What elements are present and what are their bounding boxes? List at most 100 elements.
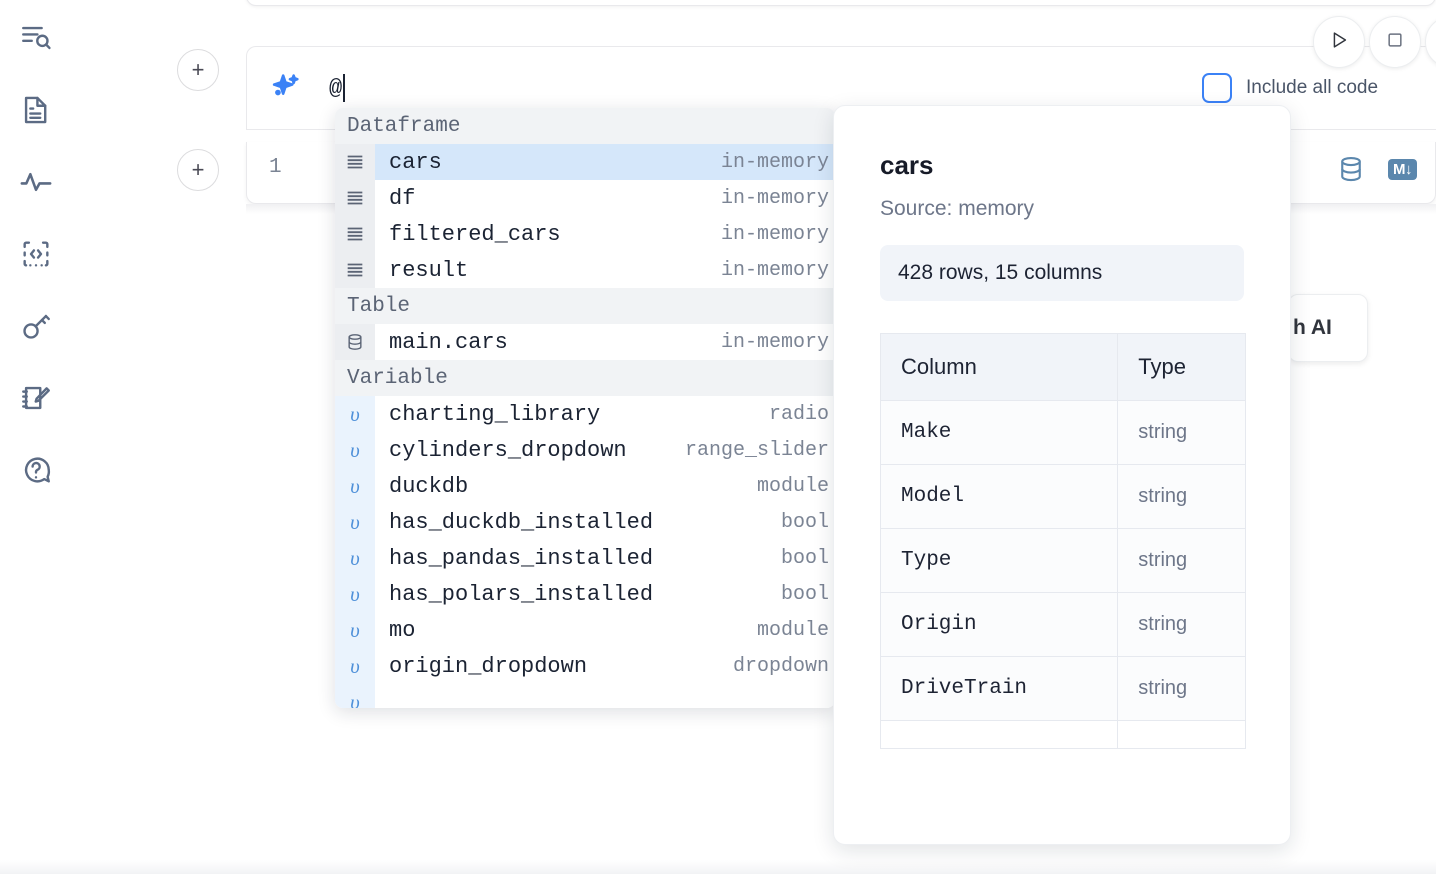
scratchpad-icon[interactable] (16, 378, 56, 418)
autocomplete-group-header: Table (335, 288, 835, 324)
autocomplete-item-body: charting_library radio (375, 396, 835, 432)
variable-icon: υ (335, 576, 375, 612)
dataframe-icon (335, 144, 375, 180)
autocomplete-item-name: charting_library (389, 401, 601, 427)
table-header-row: Column Type (879, 333, 1246, 401)
text-caret (343, 74, 346, 102)
column-name-cell: Origin (879, 592, 1119, 657)
run-button[interactable] (1313, 16, 1365, 68)
include-all-code-row[interactable]: Include all code (1202, 73, 1378, 103)
type-header: Type (1117, 333, 1246, 401)
autocomplete-item-type: in-memory (720, 186, 829, 210)
include-all-code-label: Include all code (1246, 77, 1379, 98)
autocomplete-item[interactable]: υ has_polars_installed bool (335, 576, 835, 612)
autocomplete-item-body: has_duckdb_installed bool (375, 504, 835, 540)
stop-button[interactable] (1369, 16, 1421, 68)
autocomplete-item-type: bool (780, 510, 829, 534)
secrets-key-icon[interactable] (16, 306, 56, 346)
autocomplete-item-name: cars (389, 149, 442, 175)
autocomplete-item-name: df (389, 185, 416, 211)
variable-icon: υ (335, 468, 375, 504)
plus-icon: + (191, 157, 205, 182)
column-type-cell: string (1117, 656, 1246, 721)
autocomplete-item-type: dropdown (732, 654, 829, 678)
autocomplete-item-type: in-memory (720, 222, 829, 246)
markdown-icon[interactable]: M↓ (1388, 158, 1417, 180)
autocomplete-item-type: module (756, 474, 829, 498)
column-type-cell: string (1117, 400, 1246, 465)
dataframe-icon (335, 252, 375, 288)
column-name-cell (879, 720, 1119, 749)
autocomplete-item-name: cylinders_dropdown (389, 437, 627, 463)
dataframe-icon (335, 216, 375, 252)
autocomplete-item-body: mo module (375, 612, 835, 648)
variable-icon: υ (335, 684, 375, 708)
autocomplete-item-body: df in-memory (375, 180, 835, 216)
autocomplete-group-header: Dataframe (335, 108, 835, 144)
autocomplete-item-type: in-memory (720, 150, 829, 174)
include-all-code-checkbox[interactable] (1202, 73, 1232, 103)
table-row-clipped (879, 720, 1246, 749)
left-icon-rail (0, 0, 72, 874)
autocomplete-item[interactable]: cars in-memory (335, 144, 835, 180)
preview-stats: 428 rows, 15 columns (880, 245, 1244, 301)
bottom-shadow (0, 860, 1436, 874)
autocomplete-item-body: cars in-memory (375, 144, 835, 180)
autocomplete-item[interactable]: df in-memory (335, 180, 835, 216)
autocomplete-item-type: bool (780, 546, 829, 570)
autocomplete-item[interactable]: result in-memory (335, 252, 835, 288)
autocomplete-item-clipped[interactable]: υ (335, 684, 835, 708)
database-icon[interactable] (1336, 154, 1366, 184)
help-chat-icon[interactable] (16, 450, 56, 490)
activity-icon[interactable] (16, 162, 56, 202)
document-icon[interactable] (16, 90, 56, 130)
cell-above-partial (246, 0, 1436, 6)
stop-icon (1385, 30, 1405, 55)
explorer-search-icon[interactable] (16, 18, 56, 58)
preview-source: Source: memory (880, 197, 1035, 220)
autocomplete-item-name: has_polars_installed (389, 581, 654, 607)
autocomplete-item-name: main.cars (389, 329, 508, 355)
column-name-cell: Type (879, 528, 1119, 593)
line-number: 1 (269, 156, 282, 179)
column-type-cell (1117, 720, 1246, 749)
column-name-cell: DriveTrain (879, 656, 1119, 721)
add-cell-below-button[interactable]: + (177, 149, 219, 191)
ai-prompt-value: @ (329, 75, 343, 101)
autocomplete-item-type: radio (768, 402, 829, 426)
autocomplete-item-body: result in-memory (375, 252, 835, 288)
sparkles-icon (269, 71, 303, 105)
add-cell-above-button[interactable]: + (177, 49, 219, 91)
cell-toolbar: M↓ (1336, 154, 1417, 184)
autocomplete-item-type: bool (780, 582, 829, 606)
with-ai-button[interactable]: h AI (1288, 294, 1368, 362)
autocomplete-item-type: module (756, 618, 829, 642)
snippets-icon[interactable] (16, 234, 56, 274)
autocomplete-item-type: in-memory (720, 258, 829, 282)
autocomplete-item-name: result (389, 257, 469, 283)
autocomplete-item-name: mo (389, 617, 416, 643)
autocomplete-item-name: has_duckdb_installed (389, 509, 654, 535)
ai-prompt-input[interactable]: @ (329, 74, 346, 102)
